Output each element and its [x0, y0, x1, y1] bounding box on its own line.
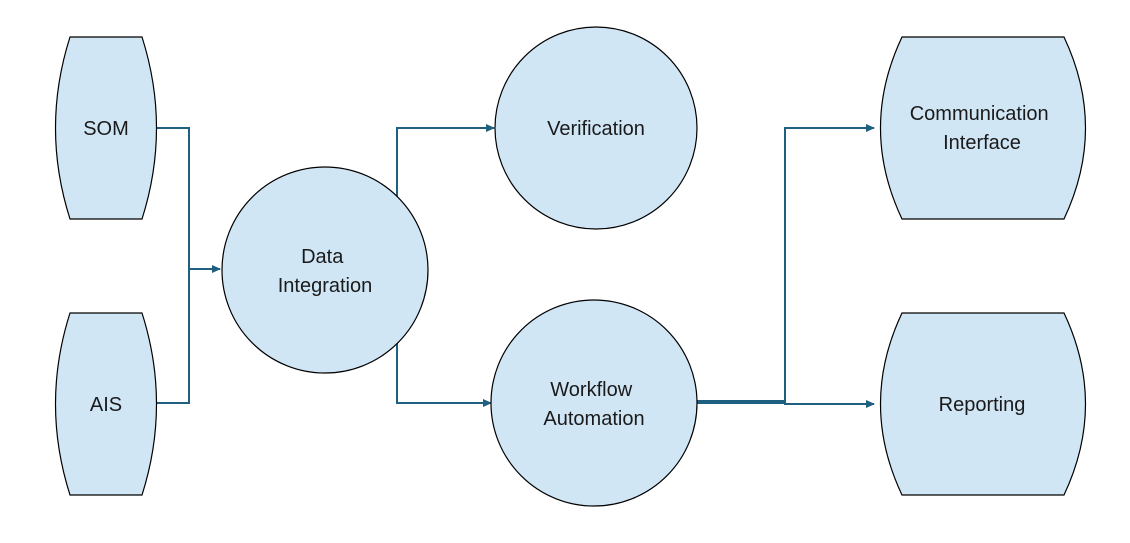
- connector-workflow-automation-to-communication-interface: [697, 124, 875, 404]
- connector-data-integration-to-workflow-automation: [396, 342, 492, 407]
- reporting-label: Reporting: [939, 394, 1026, 416]
- node-reporting[interactable]: Reporting: [879, 312, 1087, 496]
- connector-workflow-automation-to-reporting: [697, 400, 875, 408]
- data-integration-shape: [221, 166, 429, 374]
- node-som[interactable]: SOM: [54, 36, 158, 220]
- node-verification[interactable]: Verification: [494, 26, 698, 230]
- connector-ais-to-data-integration: [157, 269, 190, 404]
- verification-shape: [494, 26, 698, 230]
- node-workflow-automation[interactable]: Workflow Automation: [490, 299, 698, 507]
- communication-interface-shape: [879, 36, 1087, 220]
- workflow-automation-shape: [490, 299, 698, 507]
- connector-som-to-data-integration: [157, 127, 221, 273]
- connector-data-integration-to-verification: [393, 124, 495, 208]
- node-data-integration[interactable]: Data Integration: [221, 166, 429, 374]
- ais-label: AIS: [90, 394, 122, 416]
- reporting-shape: [879, 312, 1087, 496]
- workflow-automation-label: Workflow Automation: [543, 379, 644, 430]
- communication-interface-label: Communication Interface: [910, 103, 1055, 154]
- node-communication-interface[interactable]: Communication Interface: [879, 36, 1087, 220]
- connectors: [157, 124, 875, 408]
- node-ais[interactable]: AIS: [54, 312, 158, 496]
- verification-label: Verification: [547, 118, 645, 140]
- som-label: SOM: [83, 118, 129, 140]
- ais-shape: [54, 312, 158, 496]
- som-shape: [54, 36, 158, 220]
- data-integration-label: Data Integration: [278, 246, 373, 297]
